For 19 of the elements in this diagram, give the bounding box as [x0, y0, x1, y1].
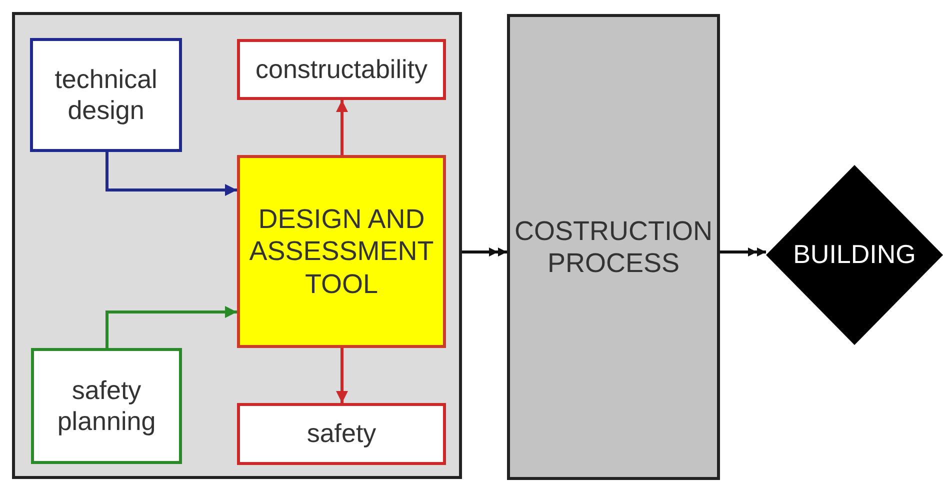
node-label: BUILDING: [792, 239, 917, 271]
arrow: [106, 152, 237, 196]
decision-diamond: [766, 165, 943, 345]
node-label: COSTRUCTION PROCESS: [514, 214, 714, 280]
node-label: constructability: [254, 54, 428, 86]
panel: [12, 12, 462, 479]
process-box: [507, 14, 720, 480]
node-label: technical design: [54, 64, 158, 126]
output-box: [237, 39, 446, 100]
tool-box: [237, 155, 446, 348]
arrow: [336, 348, 348, 403]
arrow: [106, 306, 237, 348]
arrow: [336, 100, 348, 155]
node-label: DESIGN AND ASSESSMENT TOOL: [248, 202, 435, 300]
process-box: [31, 348, 182, 464]
output-box: [237, 403, 446, 465]
node-label: safety planning: [56, 374, 157, 438]
node-label: safety: [306, 418, 378, 450]
process-box: [30, 38, 182, 152]
